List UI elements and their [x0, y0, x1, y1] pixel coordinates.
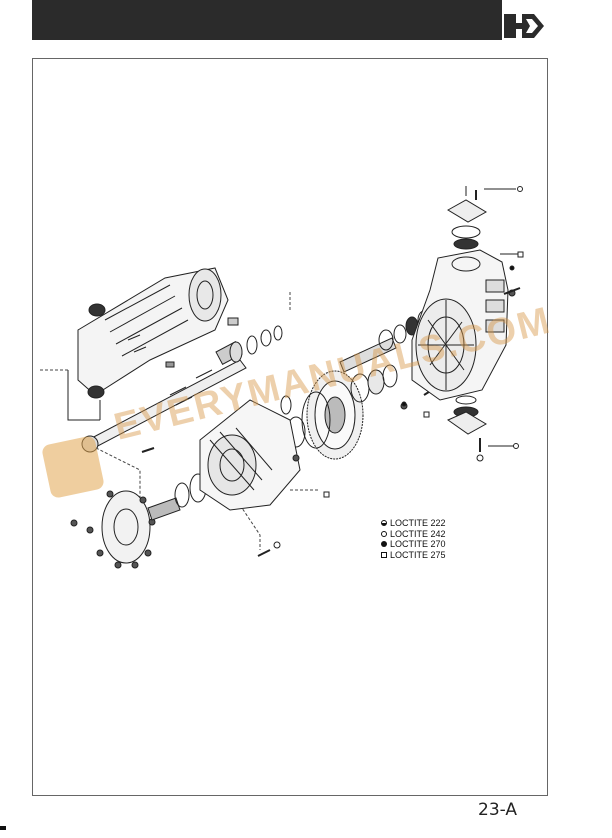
- legend-item-loctite-222: LOCTITE 222: [381, 518, 446, 529]
- wheel-hub: [70, 447, 181, 569]
- legend-label: LOCTITE 242: [390, 528, 446, 539]
- bearing-set-1: [165, 317, 283, 368]
- legend-label: LOCTITE 222: [390, 518, 446, 528]
- legend-label: LOCTITE 270: [390, 539, 446, 549]
- legend-item-loctite-242: LOCTITE 242: [381, 529, 446, 540]
- differential-housing: [411, 249, 521, 401]
- legend-item-loctite-275: LOCTITE 275: [381, 550, 446, 561]
- corner-mark: [0, 826, 6, 830]
- half-filled-circle-icon: [381, 520, 387, 527]
- filled-circle-icon: [381, 541, 387, 548]
- kingpin-top: [447, 186, 524, 271]
- planetary-carrier: [199, 399, 301, 511]
- legend-label: LOCTITE 275: [390, 549, 446, 560]
- kingpin-bottom: [401, 395, 519, 462]
- loctite-legend: LOCTITE 222 LOCTITE 242 LOCTITE 270 LOCT…: [381, 518, 446, 560]
- page-number: 23-A: [478, 800, 518, 820]
- page-frame: [32, 58, 548, 796]
- open-circle-icon: [381, 530, 387, 537]
- header-bar: [32, 0, 502, 40]
- legend-item-loctite-270: LOCTITE 270: [381, 539, 446, 550]
- housing-bolts: [257, 491, 330, 557]
- open-square-icon: [381, 551, 387, 558]
- ring-gear: [301, 370, 364, 460]
- axle-housing-left: [67, 267, 229, 421]
- brand-logo: [504, 14, 544, 38]
- watermark-logo: [40, 434, 106, 500]
